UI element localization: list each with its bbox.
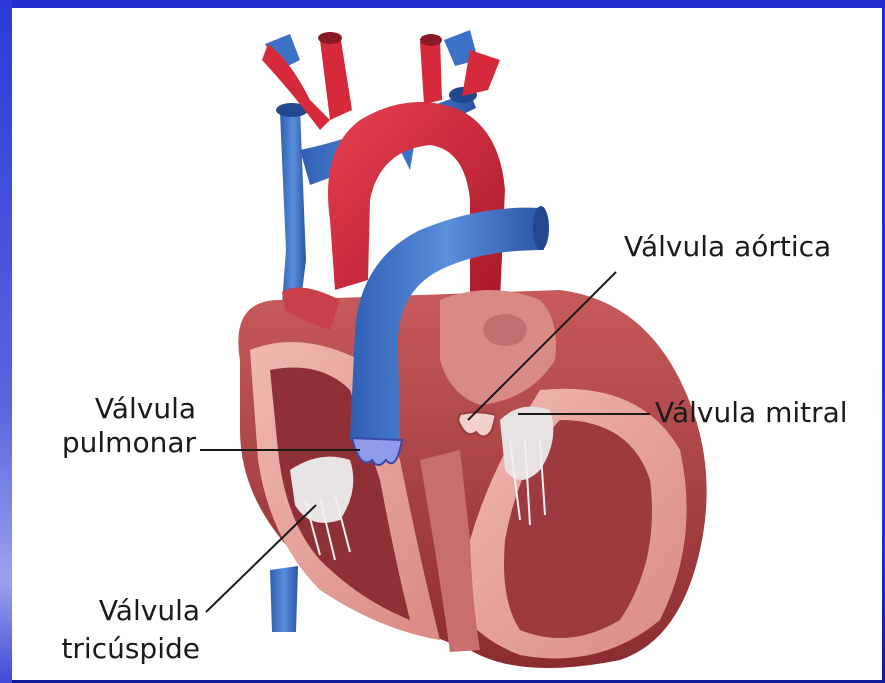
label-mitral-valve: Válvula mitral — [655, 396, 848, 430]
label-tricuspid-valve-line1: Válvula — [40, 594, 200, 628]
inferior-vena-cava — [270, 566, 298, 632]
label-pulmonary-valve-line2: pulmonar — [20, 426, 196, 460]
label-aortic-valve: Válvula aórtica — [624, 230, 831, 264]
label-tricuspid-valve-line2: tricúspide — [20, 632, 200, 666]
label-pulmonary-valve-line1: Válvula — [40, 392, 196, 426]
